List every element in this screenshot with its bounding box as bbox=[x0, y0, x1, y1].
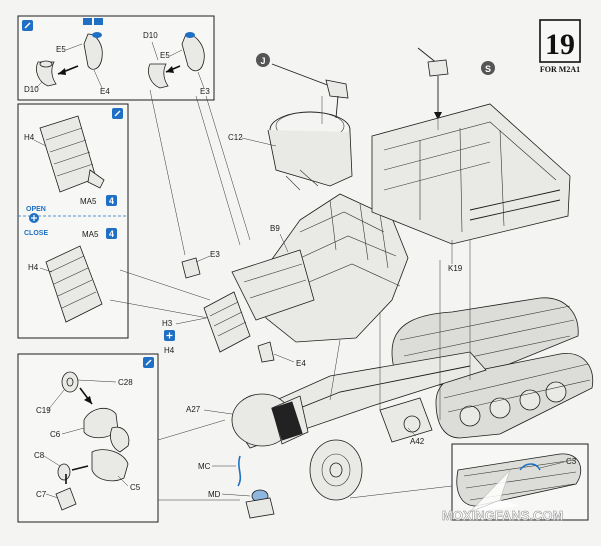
label-e3: E3 bbox=[200, 87, 210, 96]
cement-glue-icon bbox=[143, 357, 154, 368]
label-a27: A27 bbox=[186, 405, 201, 414]
label-b9: B9 bbox=[270, 224, 280, 233]
label-k19: K19 bbox=[448, 264, 463, 273]
step-number: 19 bbox=[545, 28, 575, 61]
label-c28: C28 bbox=[118, 378, 133, 387]
label-c12: C12 bbox=[228, 133, 243, 142]
callout-s: S bbox=[481, 61, 495, 75]
quantity-4-icon: 4 bbox=[106, 228, 117, 239]
label-h3: H3 bbox=[162, 319, 173, 328]
label-e5-b: E5 bbox=[160, 51, 170, 60]
inset-wheel: C28 C19 C6 C8 C5 C7 bbox=[17, 353, 159, 523]
label-mc: MC bbox=[198, 462, 211, 471]
label-d10-b: D10 bbox=[143, 31, 158, 40]
machine-gun-j bbox=[271, 63, 349, 119]
chassis-frame bbox=[231, 351, 487, 519]
step-subtitle: FOR M2A1 bbox=[540, 65, 580, 74]
label-c3: C3 bbox=[566, 457, 577, 466]
open-close-icon bbox=[164, 330, 175, 341]
label-e4: E4 bbox=[100, 87, 110, 96]
label-d10-a: D10 bbox=[24, 85, 39, 94]
inset-hatch: H4 MA5 4 OPEN CLOSE MA5 4 H4 bbox=[17, 103, 129, 339]
pair-indicator-icon bbox=[83, 18, 103, 25]
watermark: MOXINGFANS.COM bbox=[442, 469, 564, 523]
quantity-b: 4 bbox=[109, 229, 114, 239]
quantity-4-icon: 4 bbox=[106, 195, 117, 206]
label-e5-a: E5 bbox=[56, 45, 66, 54]
label-c19: C19 bbox=[36, 406, 51, 415]
hull-body bbox=[181, 103, 571, 363]
label-c8: C8 bbox=[34, 451, 45, 460]
label-h4-main: H4 bbox=[164, 346, 175, 355]
label-c5: C5 bbox=[130, 483, 141, 492]
callout-s-label: S bbox=[485, 64, 491, 74]
label-h4-a: H4 bbox=[24, 133, 35, 142]
callout-j: J bbox=[256, 53, 270, 67]
label-close: CLOSE bbox=[24, 230, 48, 237]
label-ma5-b: MA5 bbox=[82, 230, 99, 239]
cement-glue-icon bbox=[112, 108, 123, 119]
inset-top-left: E5 D10 E4 D10 E5 E3 bbox=[17, 15, 215, 101]
label-a42: A42 bbox=[410, 437, 425, 446]
label-e4-main: E4 bbox=[296, 359, 306, 368]
label-c7: C7 bbox=[36, 490, 47, 499]
label-c6-a: C6 bbox=[50, 430, 61, 439]
cement-glue-icon bbox=[22, 20, 33, 31]
watermark-text: MOXINGFANS.COM bbox=[442, 508, 563, 523]
machine-gun-s bbox=[417, 47, 449, 120]
callout-j-label: J bbox=[260, 56, 265, 66]
step-number-box: 19 FOR M2A1 bbox=[539, 19, 581, 74]
label-e3-main: E3 bbox=[210, 250, 220, 259]
open-close-icon bbox=[29, 213, 39, 223]
label-ma5-a: MA5 bbox=[80, 197, 97, 206]
quantity-a: 4 bbox=[109, 196, 114, 206]
label-open: OPEN bbox=[26, 206, 46, 213]
label-h4-b: H4 bbox=[28, 263, 39, 272]
label-md: MD bbox=[208, 490, 221, 499]
